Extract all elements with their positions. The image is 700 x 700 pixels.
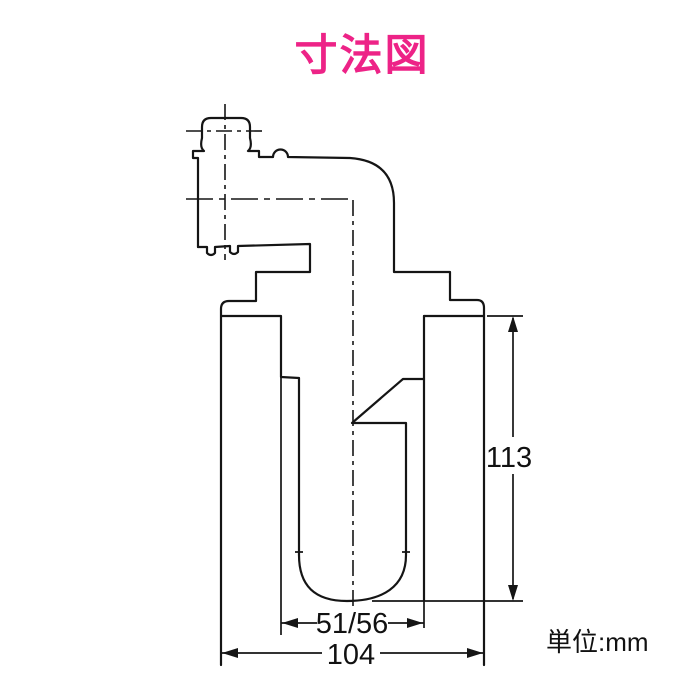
trap-lower-left-outline <box>196 242 312 667</box>
unit-label: 単位:mm <box>546 627 649 657</box>
dimension-tube-width: 51/56 <box>281 608 424 640</box>
trap-upper-outline <box>191 116 486 667</box>
dim-height-arrow-down <box>508 585 518 601</box>
dim-overall-width-arrow-left <box>222 648 238 658</box>
dimension-height: 113 <box>486 316 532 601</box>
dim-height-value: 113 <box>486 442 532 474</box>
dim-height-arrow-up <box>508 316 518 332</box>
dim-tube-width-value: 51/56 <box>316 608 389 640</box>
dim-overall-width-value: 104 <box>327 639 375 671</box>
dimension-overall-width: 104 <box>221 639 484 671</box>
dim-tube-width-arrow-left <box>282 618 298 628</box>
page-title: 寸法図 <box>295 32 430 80</box>
inner-tube-left-wall <box>220 314 301 557</box>
dim-overall-width-arrow-right <box>467 648 483 658</box>
dim-tube-width-arrow-right <box>407 618 423 628</box>
inner-tube-u-bend <box>297 377 426 603</box>
